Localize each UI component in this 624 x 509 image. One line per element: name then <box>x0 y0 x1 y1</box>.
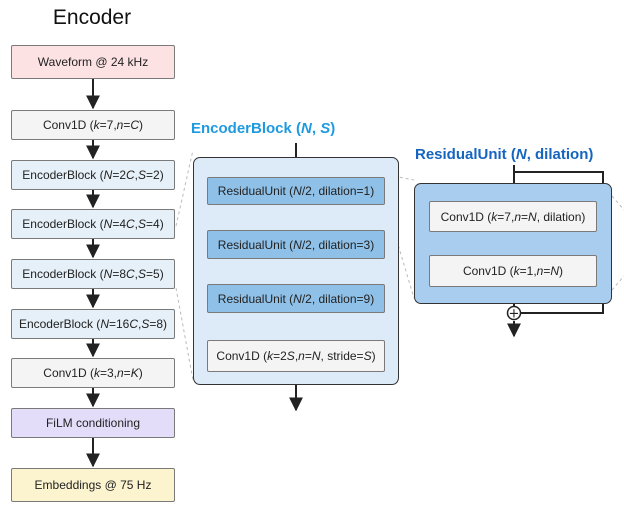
encoder-block-title: EncoderBlock (N, S) <box>191 120 336 137</box>
sum-node: + <box>506 305 522 322</box>
residual-unit-node-3: ResidualUnit (N/2, dilation=9) <box>207 284 385 313</box>
waveform-input-node: Waveform @ 24 kHz <box>11 45 175 79</box>
sum-symbol: + <box>509 307 520 322</box>
zoom-guide-line <box>611 275 624 291</box>
zoom-guide-line <box>175 287 194 381</box>
residual-unit-node-1: ResidualUnit (N/2, dilation=1) <box>207 177 385 205</box>
film-conditioning-node: FiLM conditioning <box>11 408 175 438</box>
zoom-guide-line <box>387 174 415 181</box>
embeddings-output-node: Embeddings @ 75 Hz <box>11 468 175 502</box>
conv1d-input-node: Conv1D (k=7, n=C) <box>11 110 175 140</box>
zoom-guide-line <box>611 195 624 211</box>
zoom-guide-line <box>175 149 194 227</box>
residual-unit-title: ResidualUnit (N, dilation) <box>415 146 594 163</box>
residual-unit-node-2: ResidualUnit (N/2, dilation=3) <box>207 230 385 259</box>
encoder-title: Encoder <box>52 6 132 29</box>
dilated-conv1d-node: Conv1D (k=7, n=N, dilation) <box>429 201 597 232</box>
pointwise-conv1d-node: Conv1D (k=1, n=N) <box>429 255 597 287</box>
conv1d-output-node: Conv1D (k=3, n=K) <box>11 358 175 388</box>
